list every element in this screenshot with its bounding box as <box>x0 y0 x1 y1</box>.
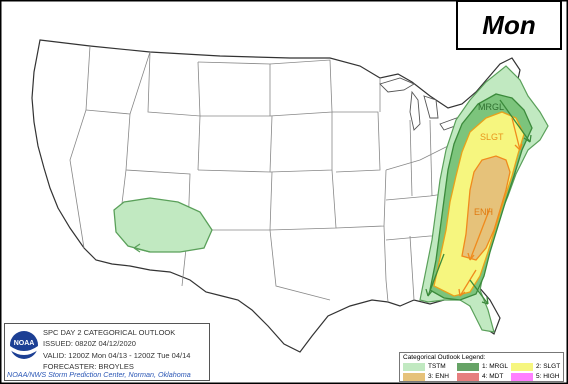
legend-label: 3: ENH <box>428 373 449 380</box>
legend: Categorical Outlook Legend: TSTM 1: MRGL… <box>399 352 564 382</box>
info-title: SPC DAY 2 CATEGORICAL OUTLOOK <box>43 328 176 337</box>
day-label-box: Mon <box>456 0 562 50</box>
day-label: Mon <box>482 9 536 40</box>
legend-swatch <box>457 373 479 381</box>
noaa-logo-text: NOAA <box>14 340 35 347</box>
legend-swatch <box>457 363 479 371</box>
legend-label: 5: HIGH <box>536 373 560 380</box>
info-panel: NOAA SPC DAY 2 CATEGORICAL OUTLOOK ISSUE… <box>4 323 210 381</box>
legend-label: 1: MRGL <box>482 363 509 370</box>
info-valid: VALID: 1200Z Mon 04/13 - 1200Z Tue 04/14 <box>43 351 191 360</box>
label-mrgl: MRGL <box>478 102 504 112</box>
label-slgt: SLGT <box>480 132 504 142</box>
info-forecaster: FORECASTER: BROYLES <box>43 362 134 371</box>
legend-swatch <box>403 373 425 381</box>
outlook-arrows <box>425 99 532 305</box>
noaa-logo: NOAA <box>10 331 38 359</box>
info-credit: NOAA/NWS Storm Prediction Center, Norman… <box>7 370 191 379</box>
state-lines <box>69 45 500 303</box>
great-lakes <box>379 77 487 131</box>
legend-label: 2: SLGT <box>536 363 561 370</box>
legend-label: 4: MDT <box>482 373 504 380</box>
legend-title: Categorical Outlook Legend: <box>403 354 486 361</box>
legend-swatch <box>511 363 533 371</box>
info-issued: ISSUED: 0820Z 04/12/2020 <box>43 339 136 348</box>
tstm-area-southwest <box>113 197 213 253</box>
enh-area-east <box>461 155 511 261</box>
legend-label: TSTM <box>428 363 446 370</box>
legend-swatch <box>403 363 425 371</box>
label-enh: ENH <box>474 207 493 217</box>
tstm-arrow-southwest <box>133 243 151 253</box>
legend-swatch <box>511 373 533 381</box>
